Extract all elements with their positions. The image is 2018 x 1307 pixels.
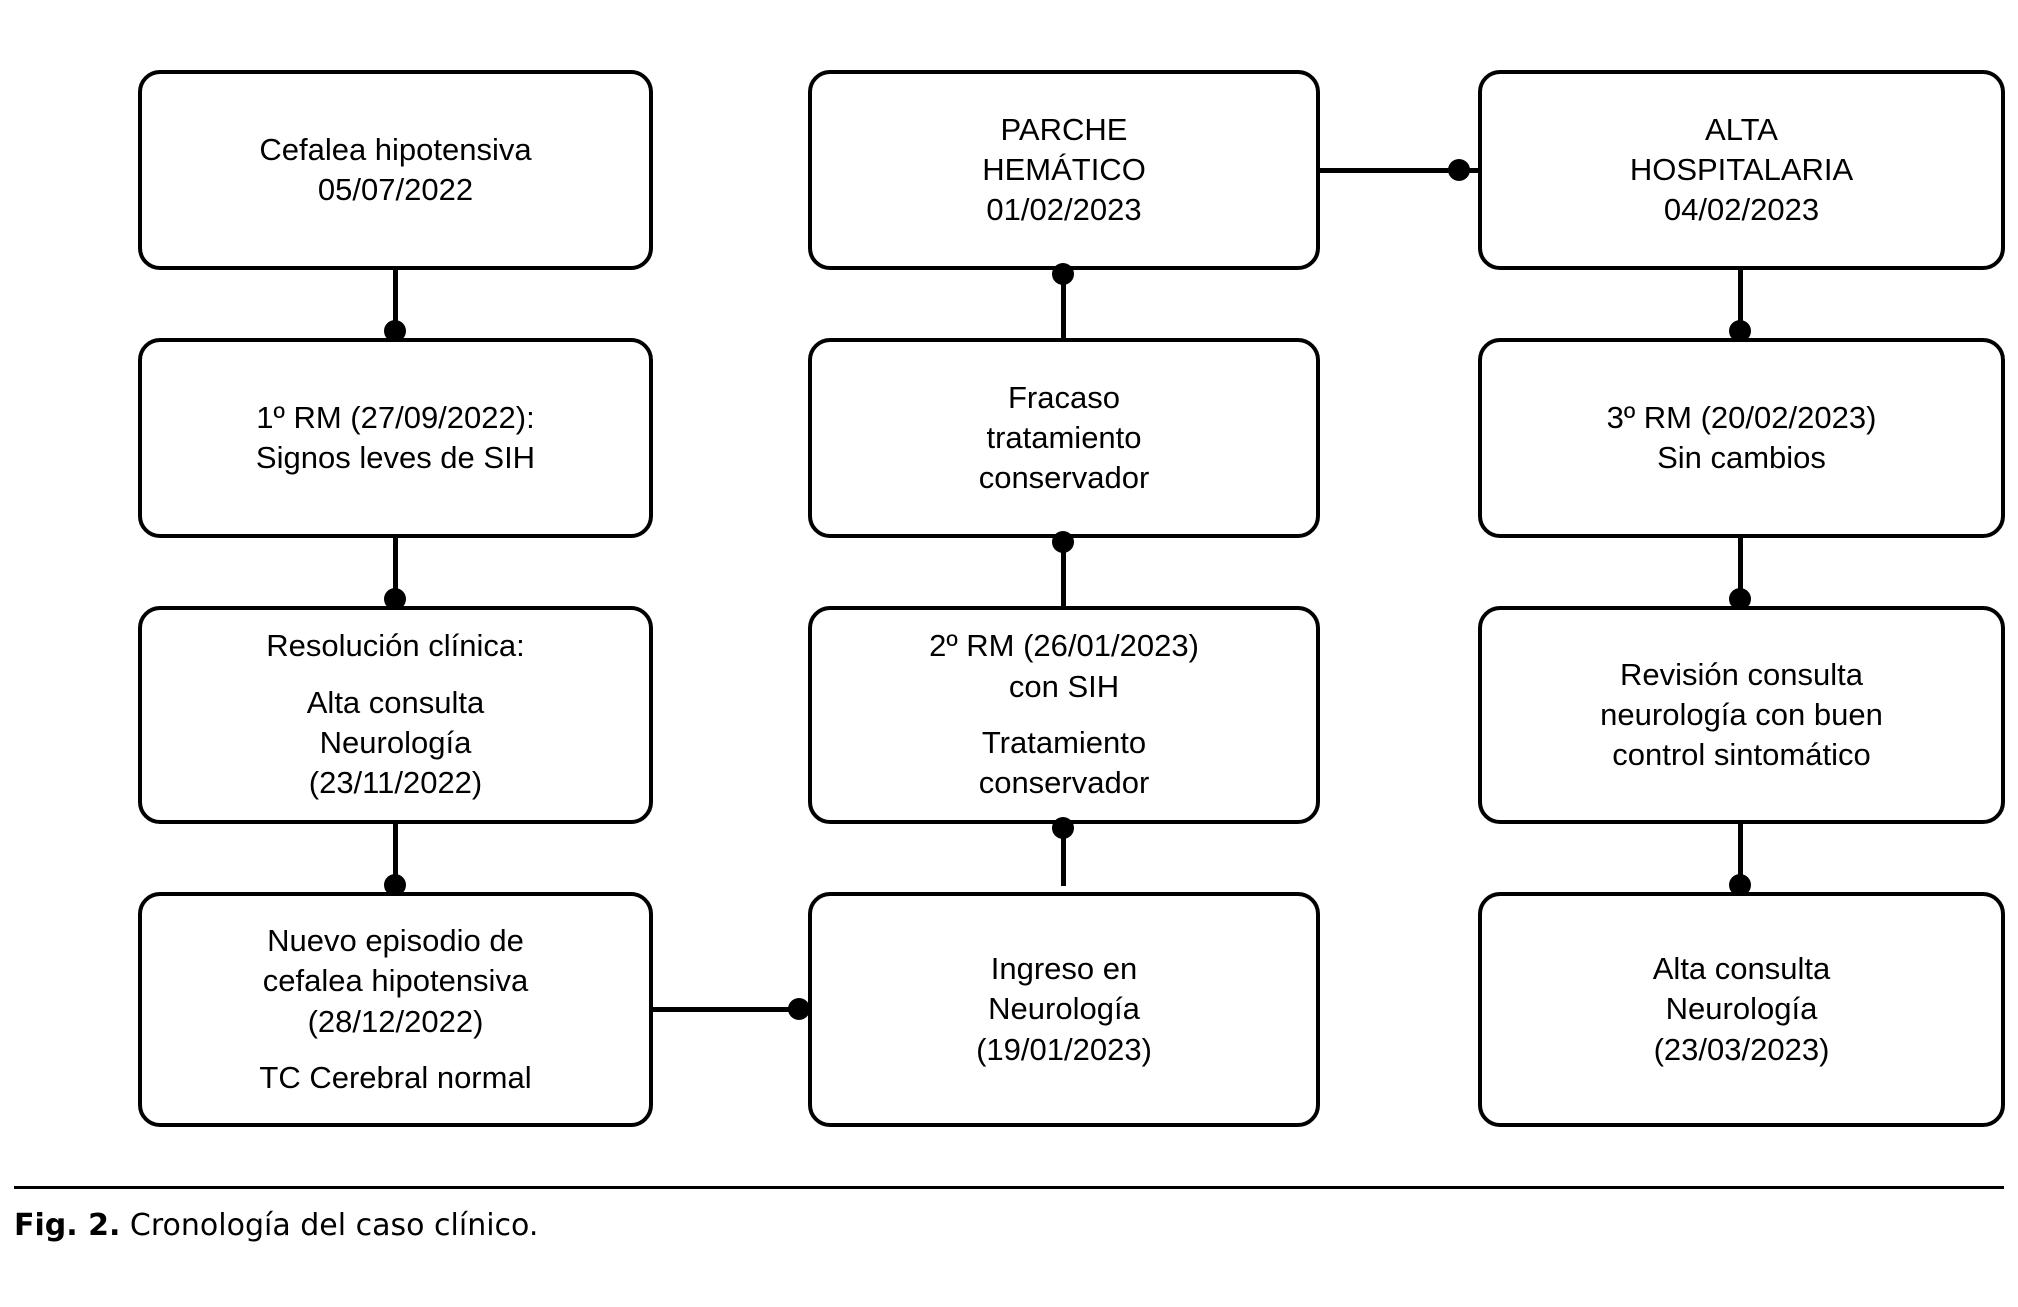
conn-endpoint-dot <box>1729 874 1751 896</box>
conn-nuevo-to-ingreso <box>653 1007 810 1012</box>
node-cefalea-hipotensiva[interactable]: Cefalea hipotensiva 05/07/2022 <box>138 70 653 270</box>
node-line: (28/12/2022) <box>307 1003 484 1039</box>
conn-3rm-to-revision <box>1738 538 1743 610</box>
node-line: Sin cambios <box>1657 440 1826 475</box>
node-line: Cefalea hipotensiva <box>259 131 532 167</box>
conn-endpoint-dot <box>1448 159 1470 181</box>
node-line: 3º RM (20/02/2023) <box>1606 399 1877 435</box>
node-line: Neurología <box>988 991 1140 1027</box>
conn-1rm-to-resolucion <box>393 538 398 610</box>
conn-endpoint-dot <box>384 320 406 342</box>
conn-fracaso-to-parche <box>1061 270 1066 342</box>
conn-parche-to-alta-hospitalaria <box>1320 168 1480 173</box>
figure-caption: Fig. 2. Cronología del caso clínico. <box>14 1208 538 1243</box>
node-line: conservador <box>978 460 1150 496</box>
node-line: cefalea hipotensiva <box>262 963 529 999</box>
node-line: Nuevo episodio de <box>267 922 524 958</box>
node-line: HOSPITALARIA <box>1629 151 1854 187</box>
node-line: Resolución clínica: <box>266 628 525 664</box>
node-line: con SIH <box>1008 668 1120 704</box>
node-line: Fracaso <box>1008 379 1120 415</box>
node-line: PARCHE <box>1000 111 1128 147</box>
node-line: Revisión consulta <box>1620 656 1863 692</box>
caption-text: Cronología del caso clínico. <box>129 1208 539 1243</box>
node-line: control sintomático <box>1612 737 1871 773</box>
node-line: ALTA <box>1705 111 1778 147</box>
node-fracaso-tratamiento[interactable]: Fracaso tratamiento conservador <box>808 338 1320 538</box>
conn-endpoint-dot <box>384 874 406 896</box>
caption-label: Fig. 2. <box>14 1208 121 1243</box>
node-line: tratamiento <box>986 419 1142 455</box>
node-line: neurología con buen <box>1600 696 1883 732</box>
node-ingreso-neurologia[interactable]: Ingreso en Neurología (19/01/2023) <box>808 892 1320 1127</box>
conn-endpoint-dot <box>1052 817 1074 839</box>
node-line: Ingreso en <box>990 951 1138 987</box>
conn-2rm-to-fracaso <box>1061 538 1066 610</box>
node-line: Neurología <box>1665 991 1818 1027</box>
node-line: Alta consulta <box>306 684 485 720</box>
node-line: TC Cerebral normal <box>259 1059 532 1095</box>
node-line: (23/11/2022) <box>308 765 483 801</box>
conn-endpoint-dot <box>1052 263 1074 285</box>
caption-divider <box>14 1186 2004 1189</box>
node-line: Tratamiento <box>981 725 1147 760</box>
node-line: 04/02/2023 <box>1663 192 1820 228</box>
node-parche-hematico[interactable]: PARCHE HEMÁTICO 01/02/2023 <box>808 70 1320 270</box>
conn-cefalea-to-1rm <box>393 270 398 342</box>
node-3-rm[interactable]: 3º RM (20/02/2023) Sin cambios <box>1478 338 2005 538</box>
flowchart-figure: Cefalea hipotensiva 05/07/2022 1º RM (27… <box>138 70 2005 1127</box>
node-line: (19/01/2023) <box>976 1031 1152 1067</box>
conn-endpoint-dot <box>1729 320 1751 342</box>
node-line: 1º RM (27/09/2022): <box>256 399 535 435</box>
node-line: conservador <box>978 765 1150 801</box>
conn-alta-hosp-to-3rm <box>1738 270 1743 342</box>
conn-endpoint-dot <box>1729 588 1751 610</box>
node-line: (23/03/2023) <box>1653 1031 1830 1067</box>
node-1-rm[interactable]: 1º RM (27/09/2022): Signos leves de SIH <box>138 338 653 538</box>
conn-revision-to-alta-consulta <box>1738 824 1743 886</box>
node-revision-consulta[interactable]: Revisión consulta neurología con buen co… <box>1478 606 2005 824</box>
node-alta-consulta[interactable]: Alta consulta Neurología (23/03/2023) <box>1478 892 2005 1127</box>
node-line: Neurología <box>319 725 472 760</box>
conn-endpoint-dot <box>384 588 406 610</box>
node-line: HEMÁTICO <box>982 151 1146 187</box>
node-2-rm[interactable]: 2º RM (26/01/2023) con SIH Tratamiento c… <box>808 606 1320 824</box>
conn-resolucion-to-nuevo <box>393 824 398 886</box>
node-line: 05/07/2022 <box>317 172 474 207</box>
node-line: 01/02/2023 <box>986 192 1142 228</box>
node-line: Signos leves de SIH <box>255 440 536 475</box>
node-alta-hospitalaria[interactable]: ALTA HOSPITALARIA 04/02/2023 <box>1478 70 2005 270</box>
conn-endpoint-dot <box>1052 531 1074 553</box>
node-resolucion-clinica[interactable]: Resolución clínica: Alta consulta Neurol… <box>138 606 653 824</box>
conn-ingreso-to-2rm <box>1061 824 1066 886</box>
node-line: 2º RM (26/01/2023) <box>929 628 1199 664</box>
node-nuevo-episodio[interactable]: Nuevo episodio de cefalea hipotensiva (2… <box>138 892 653 1127</box>
node-line: Alta consulta <box>1652 951 1831 987</box>
conn-endpoint-dot <box>788 998 810 1020</box>
